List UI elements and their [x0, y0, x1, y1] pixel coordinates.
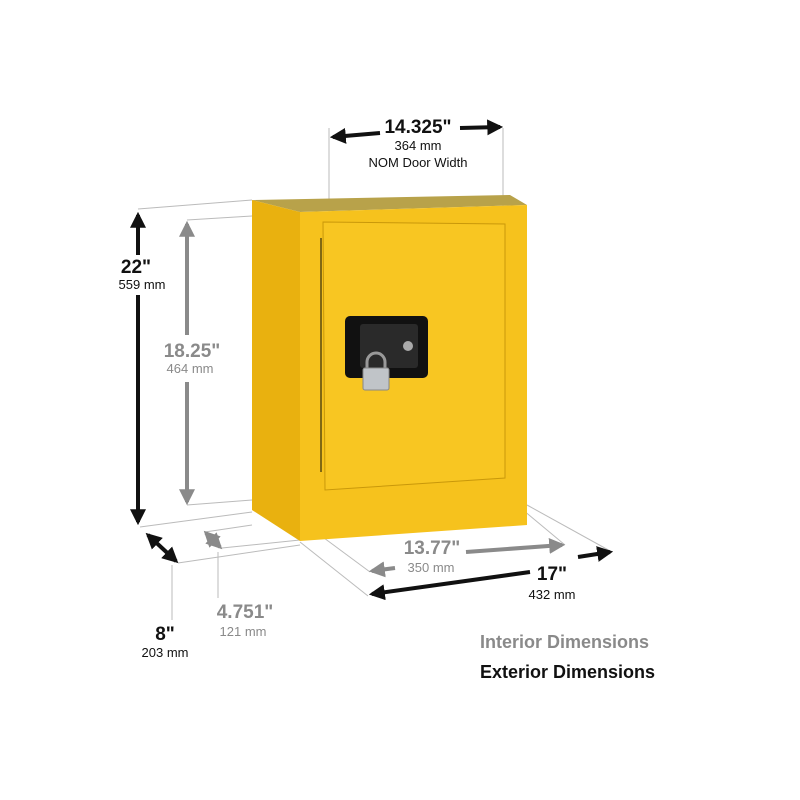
- interior-depth-mm: 121 mm: [220, 624, 267, 639]
- legend-exterior: Exterior Dimensions: [480, 662, 655, 682]
- door-width-inches: 14.325": [384, 117, 451, 138]
- width-arrow-left: [368, 570, 531, 601]
- interior-width-mm: 350 mm: [408, 560, 455, 575]
- cabinet: [252, 195, 527, 541]
- door-width-label: NOM Door Width: [369, 155, 468, 170]
- cabinet-side: [252, 200, 300, 541]
- extension-lines: [137, 128, 613, 620]
- exterior-width-mm: 432 mm: [529, 587, 576, 602]
- padlock-icon: [362, 351, 390, 391]
- interior-depth-arrow: [203, 530, 223, 550]
- interior-depth-inches: 4.751": [217, 602, 274, 623]
- door-width-arrow-right: [459, 119, 504, 136]
- interior-width-arrow-left: [368, 561, 396, 578]
- door-width-mm: 364 mm: [395, 138, 442, 153]
- exterior-width-inches: 17": [537, 564, 567, 585]
- exterior-depth-mm: 203 mm: [142, 645, 189, 660]
- interior-width-inches: 13.77": [404, 538, 461, 559]
- cabinet-top: [252, 195, 527, 212]
- keyhole-icon: [403, 341, 413, 351]
- door-width-arrow-left: [329, 127, 381, 144]
- exterior-depth-inches: 8": [155, 624, 175, 645]
- depth-arrow: [145, 532, 179, 564]
- exterior-height-inches: 22": [121, 257, 151, 278]
- interior-height-inches: 18.25": [164, 341, 221, 362]
- exterior-height-mm: 559 mm: [119, 277, 166, 292]
- legend-interior: Interior Dimensions: [480, 632, 649, 652]
- interior-width-arrow-right: [465, 537, 566, 554]
- width-arrow-right: [577, 546, 614, 562]
- interior-height-mm: 464 mm: [167, 361, 214, 376]
